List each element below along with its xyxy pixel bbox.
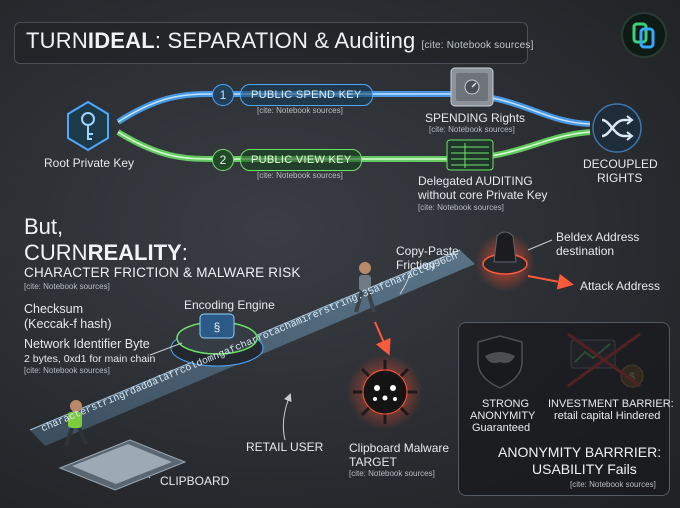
step-1-badge: 1: [212, 84, 234, 106]
strong-anonymity-label-2: ANONYMITY: [470, 410, 536, 422]
encoding-engine-illustration: §: [170, 313, 264, 367]
decoupled-rights-label: DECOUPLED: [583, 157, 658, 171]
logo-icon: [621, 12, 667, 58]
checksum-label-2: (Keccak-f hash): [24, 317, 112, 331]
delegated-auditing-label: Delegated AUDITING: [418, 174, 533, 188]
netbyte-connector: [149, 342, 183, 356]
investment-barrier-label-2: retail capital Hindered: [554, 410, 661, 422]
public-spend-key-pill: PUBLIC SPEND KEY: [240, 84, 373, 106]
network-byte-detail: 2 bytes, 0xd1 for main chain: [24, 353, 156, 365]
clipboard-malware-label-2: TARGET: [349, 455, 397, 469]
beldex-connector: [527, 239, 553, 251]
destination-device: [475, 231, 535, 292]
strong-anonymity-label: STRONG: [482, 398, 530, 410]
retail-user-connector: [282, 393, 292, 441]
clipboard-label: CLIPBOARD: [160, 474, 230, 488]
attack-arrow: [527, 273, 574, 290]
user-figure-top: [354, 262, 376, 313]
network-byte-cite: [cite: Notebook sources]: [24, 366, 110, 375]
anonymity-barrier-cite: [cite: Notebook sources]: [570, 480, 656, 489]
malware-virus-illustration: [347, 354, 423, 430]
ledger-illustration: [446, 139, 494, 171]
investment-barrier-label: INVESTMENT BARRIER:: [548, 398, 674, 410]
malware-arrow: [374, 321, 391, 356]
outcome-panel: [458, 322, 670, 496]
spending-rights-label: SPENDING Rights: [425, 111, 526, 125]
checksum-label: Checksum: [24, 302, 84, 316]
page-title: TURNIDEAL: SEPARATION & Auditing[cite: N…: [26, 28, 534, 53]
attack-address-label: Attack Address: [580, 279, 661, 293]
retail-user-label: RETAIL USER: [246, 440, 324, 454]
user-figure-bottom: [64, 400, 88, 447]
copy-paste-connector: [399, 267, 413, 295]
root-key-label: Root Private Key: [44, 156, 135, 170]
decoupled-rights-label-2: RIGHTS: [597, 171, 643, 185]
copy-paste-label-2: Friction: [396, 258, 436, 272]
spending-rights-cite: [cite: Notebook sources]: [429, 125, 515, 134]
copy-paste-label: Copy-Paste: [396, 244, 459, 258]
encoding-engine-label: Encoding Engine: [184, 298, 275, 312]
anonymity-barrier-label-2: USABILITY Fails: [532, 461, 637, 477]
clipboard-device: [58, 439, 187, 491]
root-key-hexagon: [67, 100, 109, 152]
svg-text:§: §: [214, 320, 221, 334]
decoupled-shuffle-icon: [592, 103, 642, 153]
public-view-key-pill: PUBLIC VIEW KEY: [240, 149, 363, 171]
strong-anonymity-label-3: Guaranteed: [472, 422, 531, 434]
reality-heading: CURNREALITY:: [24, 240, 188, 265]
step-2-badge: 2: [212, 149, 234, 171]
network-byte-label: Network Identifier Byte: [24, 337, 150, 351]
title-cite: [cite: Notebook sources]: [421, 40, 534, 51]
view-cite: [cite: Notebook sources]: [257, 171, 343, 180]
but-heading: But,: [24, 214, 64, 239]
reality-subtitle: CHARACTER FRICTION & MALWARE RISK: [24, 265, 301, 280]
clipboard-malware-label: Clipboard Malware: [349, 441, 450, 455]
beldex-address-label: Beldex Address: [556, 230, 640, 244]
delegated-auditing-cite: [cite: Notebook sources]: [418, 203, 504, 212]
clipboard-malware-cite: [cite: Notebook sources]: [349, 469, 435, 478]
safe-illustration: [450, 67, 494, 107]
spend-cite: [cite: Notebook sources]: [257, 106, 343, 115]
title-box: [14, 22, 528, 64]
anonymity-barrier-label: ANONYMITY BARRRIER:: [498, 444, 662, 460]
delegated-auditing-label-2: without core Private Key: [418, 188, 548, 202]
reality-cite: [cite: Notebook sources]: [24, 282, 110, 291]
beldex-address-label-2: destination: [556, 244, 615, 258]
